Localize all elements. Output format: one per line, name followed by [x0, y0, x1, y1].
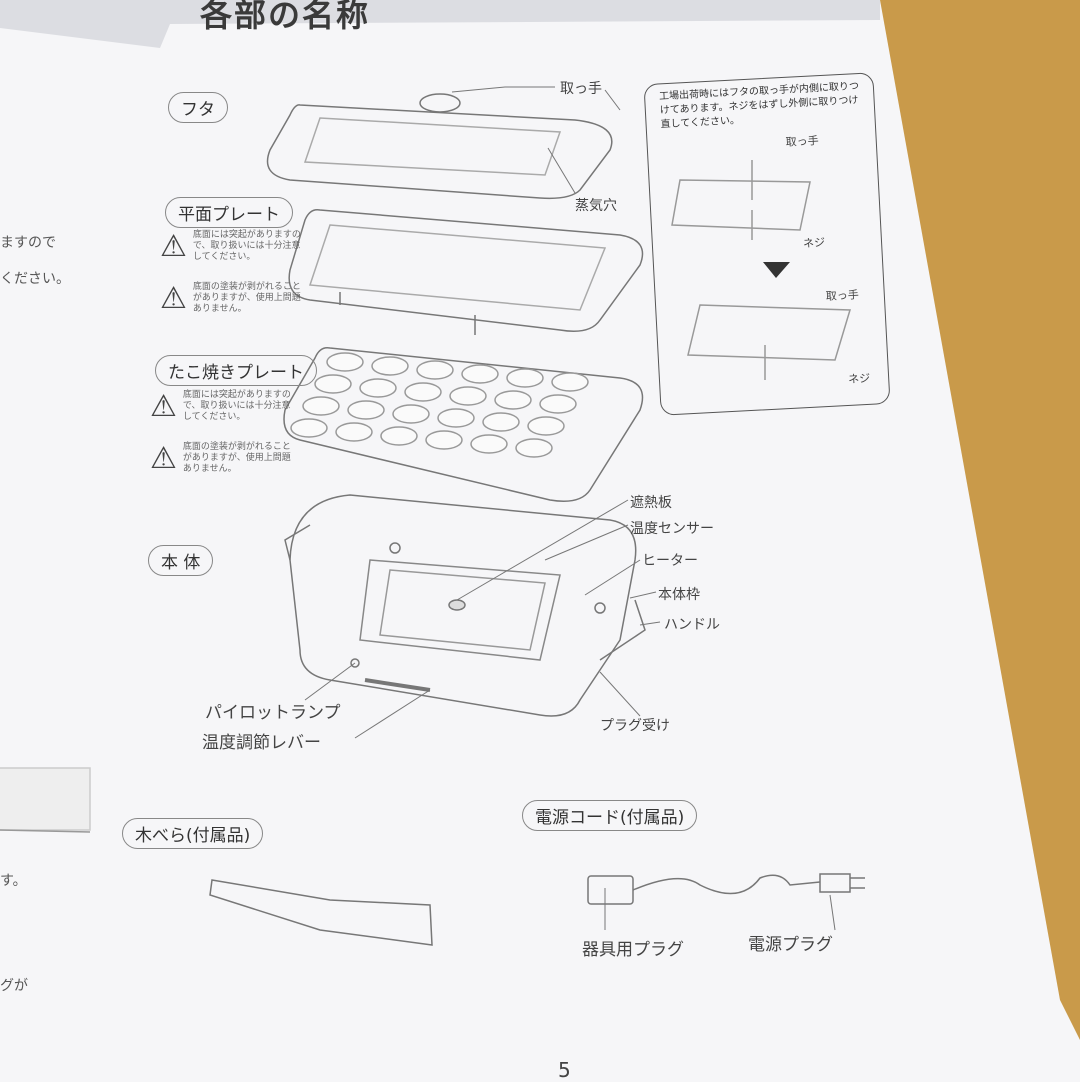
takoyaki-dimple	[290, 418, 328, 438]
takoyaki-dimple	[347, 400, 385, 420]
label-pilot-lamp: パイロットランプ	[205, 703, 341, 723]
label-heat-shield: 遮熱板	[630, 495, 672, 511]
tag-lid: フタ	[168, 92, 228, 123]
label-temp-lever: 温度調節レバー	[202, 733, 321, 753]
label-frame: 本体枠	[658, 587, 700, 603]
note-text: 工場出荷時にはフタの取っ手が内側に取りつけてあります。ネジをはずし外側に取りつけ…	[658, 80, 860, 131]
arrow-down-icon	[763, 262, 790, 278]
warning-text: 底面には突起がありますので、取り扱いには十分注意してください。	[192, 230, 301, 262]
power-cord-illustration	[587, 873, 865, 905]
takoyaki-dimple	[515, 438, 553, 458]
takoyaki-dimple	[416, 360, 454, 380]
label-handle: 取っ手	[785, 134, 820, 149]
takoyaki-dimple	[527, 416, 565, 436]
body-illustration	[284, 494, 646, 717]
tag-spatula: 木べら(付属品)	[122, 818, 264, 849]
warning: ⚠底面の塗装が剥がれることがありますが、使用上問題ありません。	[160, 282, 301, 316]
takoyaki-dimple	[326, 352, 364, 372]
margin-text: グが	[0, 978, 28, 994]
page-title: 各部の名称	[200, 0, 371, 34]
label-handle: ハンドル	[664, 617, 720, 633]
note-box: 工場出荷時にはフタの取っ手が内側に取りつけてあります。ネジをはずし外側に取りつけ…	[643, 72, 891, 416]
takoyaki-dimple	[371, 356, 409, 376]
warning: ⚠底面には突起がありますので、取り扱いには十分注意してください。	[150, 390, 291, 424]
tag-flat-plate: 平面プレート	[165, 197, 293, 228]
tag-body: 本 体	[148, 545, 214, 576]
takoyaki-dimple	[302, 396, 340, 416]
warning: ⚠底面には突起がありますので、取り扱いには十分注意してください。	[160, 230, 301, 264]
label-appliance-plug: 器具用プラグ	[582, 940, 684, 960]
takoyaki-dimple	[539, 394, 577, 414]
label-screw: ネジ	[802, 235, 826, 251]
spatula-illustration	[209, 879, 433, 946]
takoyaki-dimple	[392, 404, 430, 424]
warning-icon: ⚠	[160, 229, 187, 264]
label-power-plug: 電源プラグ	[748, 935, 833, 955]
margin-box	[0, 767, 91, 831]
label-steam-hole: 蒸気穴	[575, 198, 617, 214]
takoyaki-dimple	[314, 374, 352, 394]
takoyaki-dimple	[404, 382, 442, 402]
warning-text: 底面には突起がありますので、取り扱いには十分注意してください。	[182, 390, 291, 422]
label-plug-socket: プラグ受け	[600, 718, 670, 734]
warning: ⚠底面の塗装が剥がれることがありますが、使用上問題ありません。	[150, 442, 291, 476]
warning-icon: ⚠	[150, 389, 177, 424]
label-temp-sensor: 温度センサー	[630, 521, 714, 537]
takoyaki-dimple	[359, 378, 397, 398]
label-heater: ヒーター	[642, 553, 698, 569]
takoyaki-dimple	[437, 408, 475, 428]
takoyaki-dimple	[494, 390, 532, 410]
warning-icon: ⚠	[160, 281, 187, 316]
margin-rule	[0, 829, 91, 833]
leader-lines	[304, 86, 836, 931]
takoyaki-dimple	[335, 422, 373, 442]
takoyaki-dimple	[449, 386, 487, 406]
takoyaki-dimple	[425, 430, 463, 450]
takoyaki-dimple	[380, 426, 418, 446]
margin-text: す。	[0, 873, 27, 889]
takoyaki-dimple	[506, 368, 544, 388]
label-screw: ネジ	[847, 371, 871, 386]
takoyaki-dimple	[470, 434, 508, 454]
margin-text: ますので	[0, 235, 56, 251]
takoyaki-plate-illustration	[283, 346, 644, 502]
page-number: 5	[558, 1058, 571, 1082]
lid-illustration	[266, 93, 613, 200]
label-handle: 取っ手	[560, 81, 602, 97]
takoyaki-dimple	[482, 412, 520, 432]
takoyaki-dimple	[551, 372, 589, 392]
warning-text: 底面の塗装が剥がれることがありますが、使用上問題ありません。	[192, 282, 301, 314]
label-handle: 取っ手	[825, 288, 860, 303]
takoyaki-dimple	[461, 364, 499, 384]
flat-plate-illustration	[288, 208, 644, 335]
warning-text: 底面の塗装が剥がれることがありますが、使用上問題ありません。	[182, 442, 291, 474]
margin-text: ください。	[0, 271, 70, 287]
tag-takoyaki-plate: たこ焼きプレート	[155, 355, 317, 386]
note-box-diagrams	[671, 160, 851, 380]
warning-icon: ⚠	[150, 441, 177, 476]
tag-power-cord: 電源コード(付属品)	[522, 800, 698, 831]
